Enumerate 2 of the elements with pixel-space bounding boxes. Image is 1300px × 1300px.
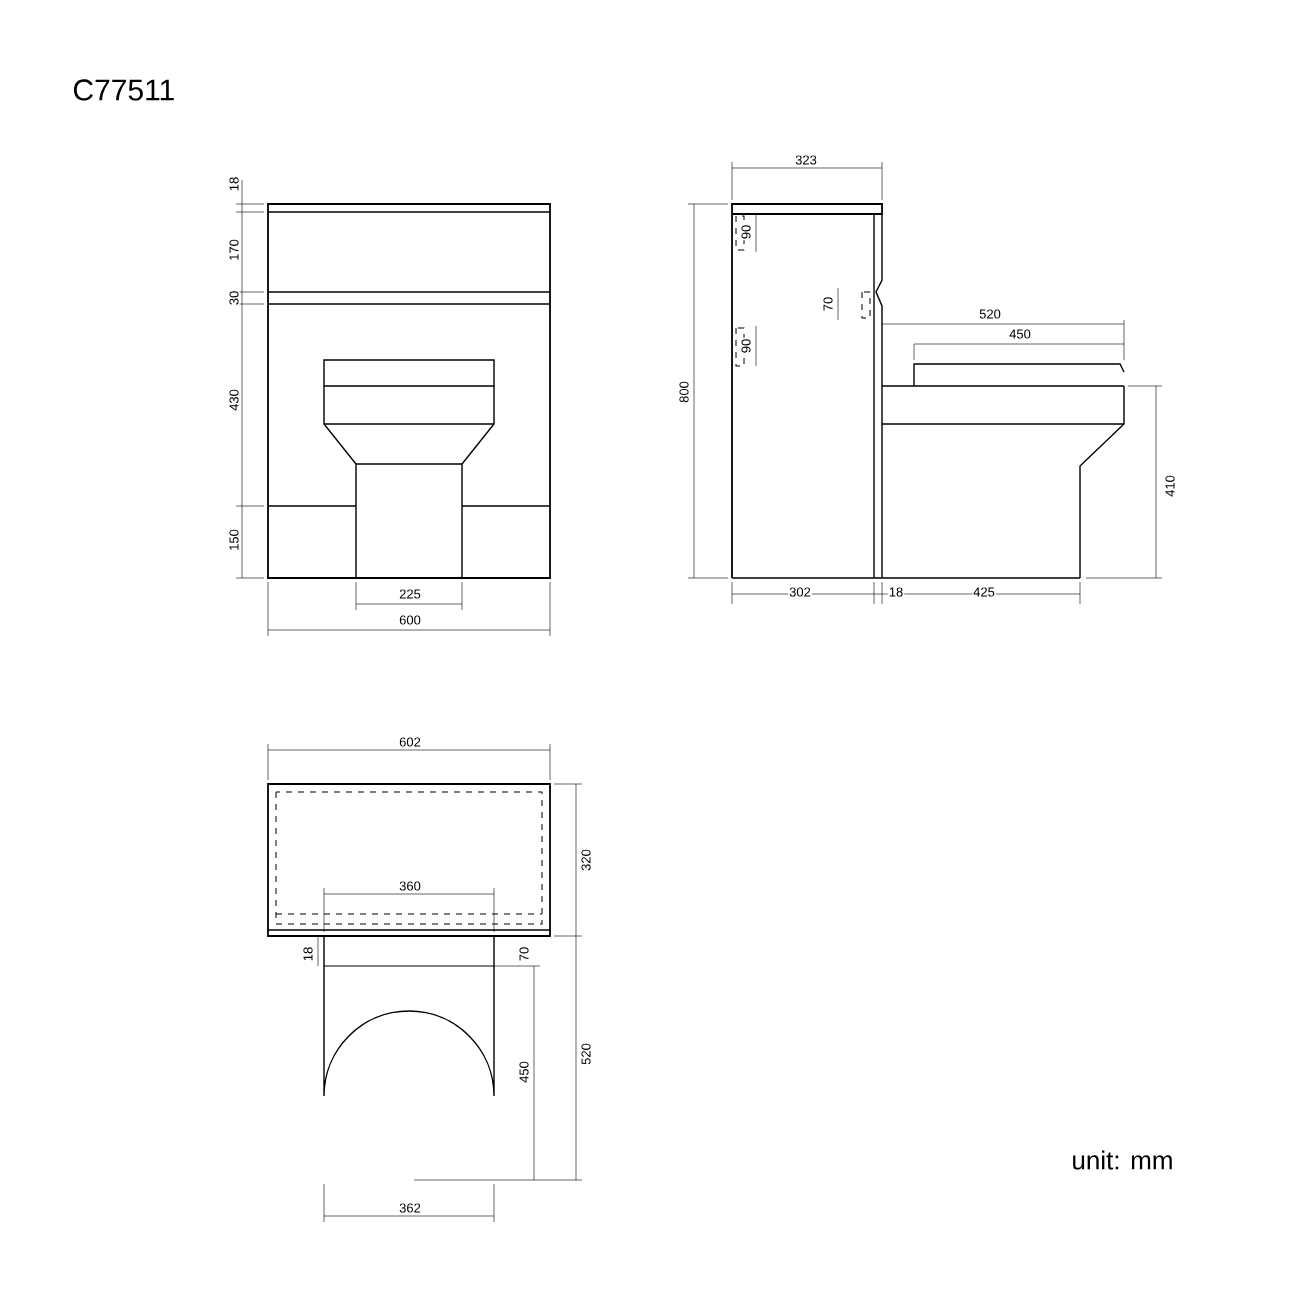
unit-note: unit: mm [1070,1149,1175,1171]
drawing-title: C77511 [73,79,174,101]
